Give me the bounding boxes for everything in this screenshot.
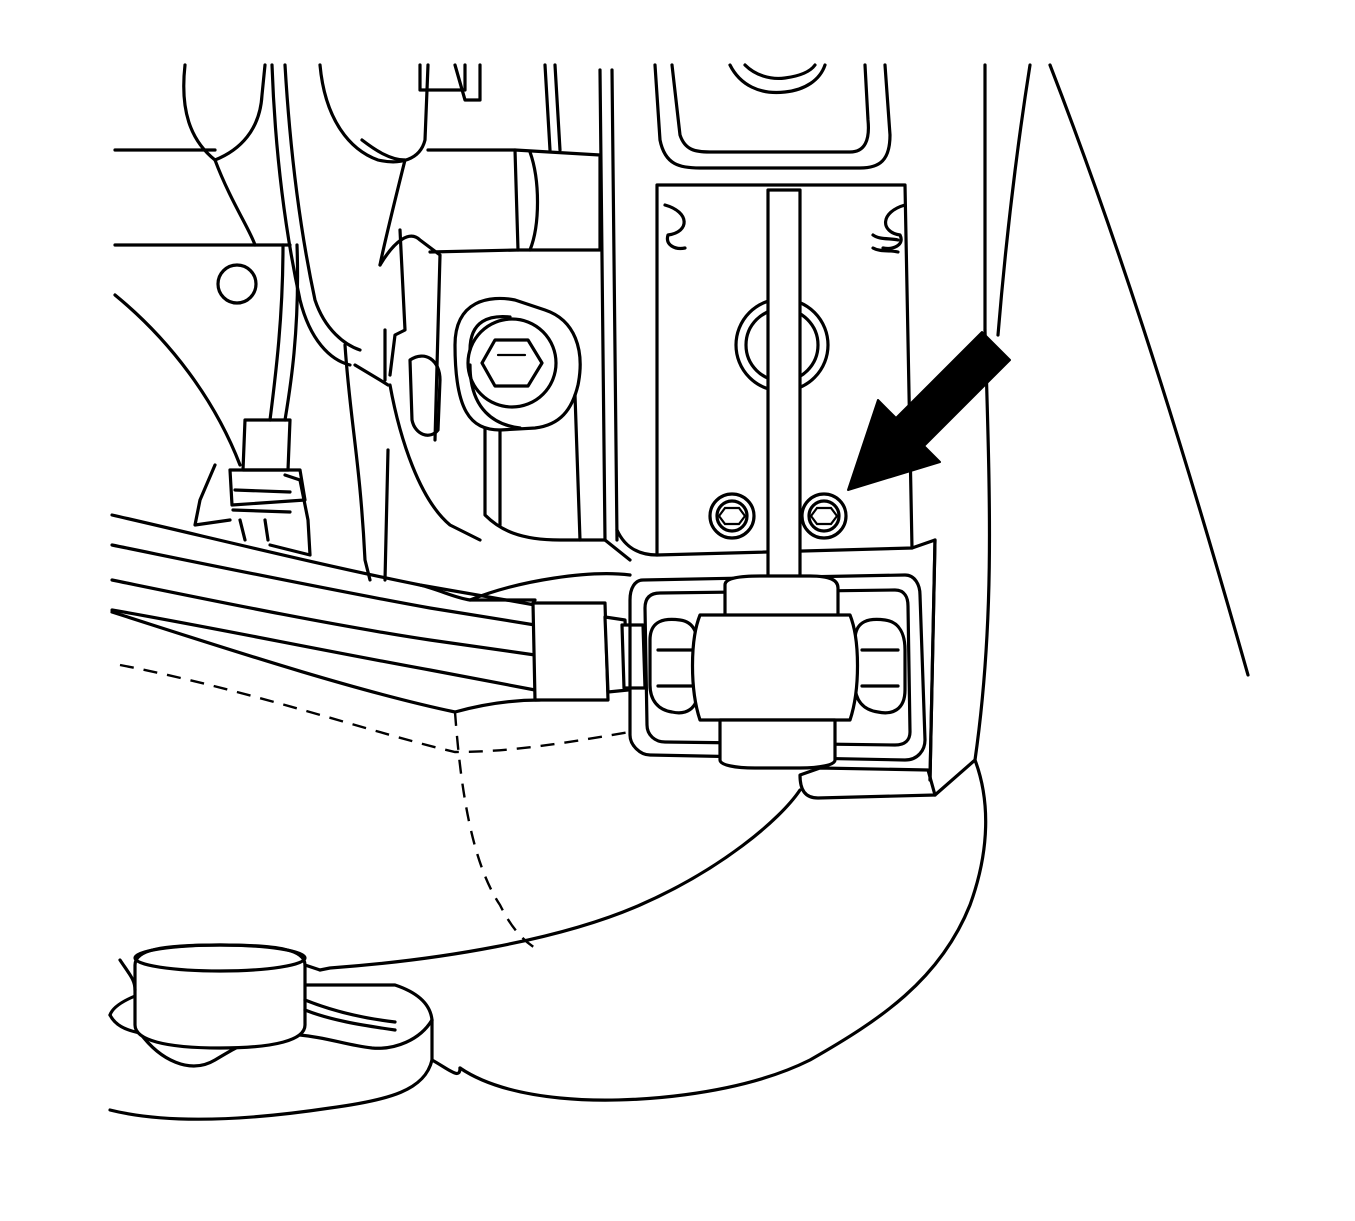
bushing-clamp	[628, 573, 927, 770]
upper-mount-bracket	[603, 63, 937, 782]
clip-bracket	[343, 228, 482, 582]
lower-bushing	[108, 943, 462, 1121]
hidden-lines	[119, 663, 631, 949]
electrical-connector	[193, 418, 312, 557]
stabilizer-bar	[110, 513, 647, 714]
callout-arrow-icon	[847, 331, 1011, 491]
hex-bolt-icon	[800, 492, 848, 540]
hex-bolt-icon	[480, 338, 544, 388]
mount-bolt-assembly	[453, 296, 607, 542]
lower-control-arm	[318, 538, 988, 1102]
background-structure	[113, 63, 1250, 762]
end-fitting	[531, 601, 610, 702]
link-rod	[766, 188, 802, 582]
mounting-hole	[216, 263, 258, 305]
hex-bolt-icon	[708, 492, 756, 540]
